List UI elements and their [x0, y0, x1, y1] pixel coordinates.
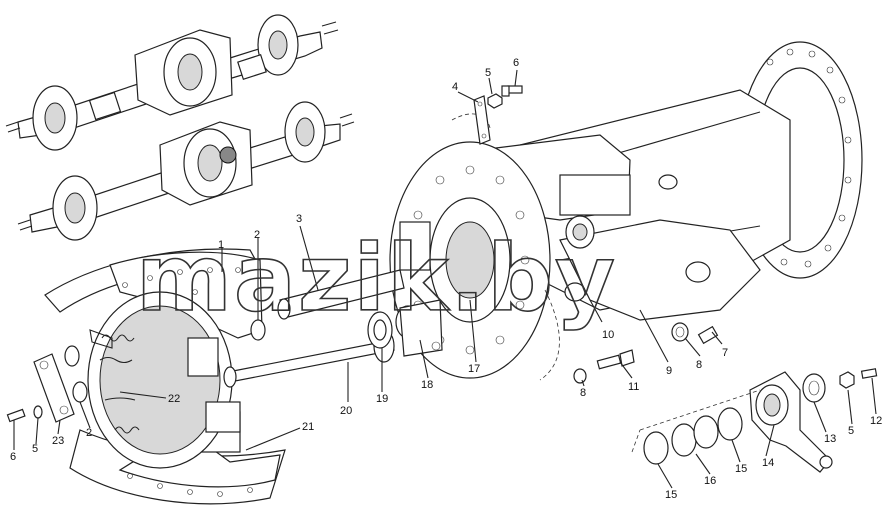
camshaft-20 [223, 329, 395, 388]
callout-4: 4 [452, 81, 458, 93]
callout-23: 23 [52, 435, 64, 447]
callout-13: 13 [824, 433, 836, 445]
bolt-12 [860, 368, 878, 379]
callout-14: 14 [762, 457, 774, 469]
axle-thumbnail-bottom [17, 101, 355, 241]
bolt-6-top [501, 85, 523, 97]
callout-1: 1 [218, 239, 224, 251]
bracket-4 [473, 95, 491, 145]
nut-5-right [839, 371, 855, 389]
callout-5: 5 [485, 67, 491, 79]
callout-6: 6 [513, 57, 519, 69]
slack-adjuster-14 [749, 371, 833, 473]
bushing-3 [277, 269, 405, 320]
callout-9: 9 [666, 365, 672, 377]
callout-18: 18 [421, 379, 433, 391]
callout-3: 3 [296, 213, 302, 225]
axle-thumbnail-top [5, 14, 339, 151]
callout-5: 5 [848, 425, 854, 437]
washer-5-left [33, 405, 43, 419]
callout-2: 2 [254, 229, 260, 241]
return-spring [101, 334, 140, 434]
callout-6: 6 [10, 451, 16, 463]
callout-15: 15 [735, 463, 747, 475]
callout-2: 2 [86, 427, 92, 439]
watermark: mazik.by [136, 225, 617, 332]
callout-12: 12 [870, 415, 882, 427]
washer-8-left [573, 368, 587, 384]
callout-10: 10 [602, 329, 614, 341]
callout-21: 21 [302, 421, 314, 433]
leader-lines [13, 69, 877, 489]
callout-16: 16 [704, 475, 716, 487]
callout-15: 15 [665, 489, 677, 501]
callout-22: 22 [168, 393, 180, 405]
brake-shoe-top [44, 248, 263, 339]
callout-8: 8 [580, 387, 586, 399]
washers-15-16 [643, 407, 743, 465]
bolt-6-left [6, 408, 26, 423]
bolt-11 [596, 349, 635, 370]
callout-19: 19 [376, 393, 388, 405]
grease-nipple-7 [697, 325, 719, 345]
callout-11: 11 [628, 381, 639, 393]
washers-2 [64, 319, 266, 403]
washer-13 [802, 373, 826, 403]
callout-17: 17 [468, 363, 480, 375]
axle-housing [479, 41, 863, 321]
nut-5-top [487, 93, 503, 109]
callout-7: 7 [722, 347, 728, 359]
washer-8-right [671, 322, 689, 342]
callout-20: 20 [340, 405, 352, 417]
bracket-18 [395, 299, 443, 357]
callout-5: 5 [32, 443, 38, 455]
callout-labels: 1 2 2 3 4 5 5 5 6 6 7 8 8 9 10 11 12 13 … [10, 57, 882, 501]
link-23 [33, 353, 75, 423]
seal-19 [367, 311, 393, 349]
callout-8: 8 [696, 359, 702, 371]
